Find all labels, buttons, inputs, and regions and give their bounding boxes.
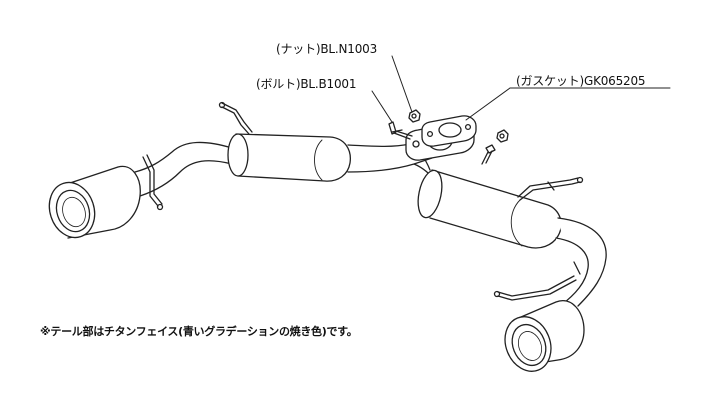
bolt-leader (371, 90, 393, 123)
right-silencer (417, 169, 562, 249)
tail-finish-note: ※テール部はチタンフェイス(青いグラデーションの焼き色)です。 (40, 325, 358, 338)
left-silencer (227, 133, 351, 182)
nut-right (496, 129, 509, 143)
gasket (421, 115, 477, 147)
gasket-label: (ガスケット)GK065205 (516, 74, 646, 88)
left-hanger (142, 154, 164, 211)
nut-label: (ナット)BL.N1003 (276, 42, 378, 56)
right-hanger (517, 176, 584, 201)
right-tail-pipe (504, 217, 607, 372)
lower-right-hanger (493, 261, 581, 301)
left-tail-pipe (48, 141, 233, 239)
bolt-left (388, 121, 413, 140)
leader-lines (371, 55, 671, 123)
nut-leader (391, 55, 413, 113)
bolt-label: (ボルト)BL.B1001 (256, 77, 357, 91)
nut-left (408, 109, 421, 123)
bolt-right (481, 144, 496, 165)
top-left-hanger (218, 101, 253, 135)
